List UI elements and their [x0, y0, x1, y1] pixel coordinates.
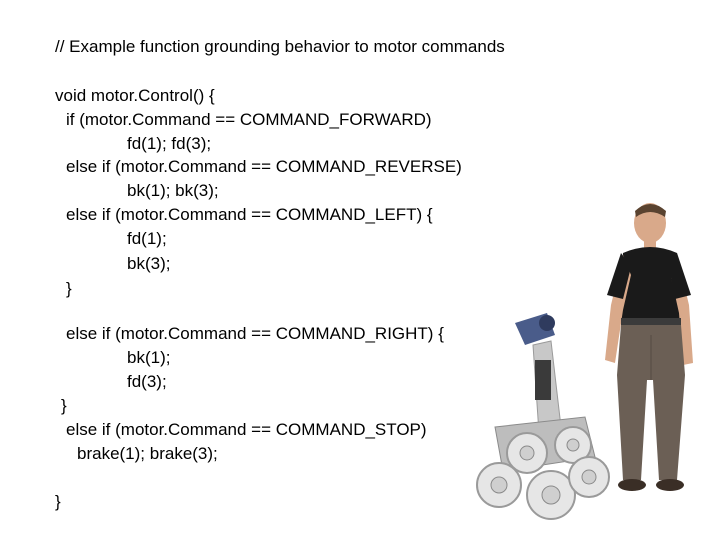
- code-line: brake(1); brake(3);: [77, 444, 218, 463]
- code-line: }: [66, 279, 72, 298]
- code-line: bk(1);: [127, 348, 171, 367]
- code-line: else if (motor.Command == COMMAND_LEFT) …: [66, 205, 433, 224]
- code-line: void motor.Control() {: [55, 86, 215, 105]
- code-line: bk(1); bk(3);: [127, 181, 219, 200]
- person-with-robot-photo: [476, 203, 693, 520]
- code-comment: // Example function grounding behavior t…: [55, 37, 505, 56]
- code-line: if (motor.Command == COMMAND_FORWARD): [66, 110, 432, 129]
- person-figure: [605, 203, 693, 491]
- code-line: fd(1);: [127, 229, 167, 248]
- code-line: else if (motor.Command == COMMAND_REVERS…: [66, 157, 462, 176]
- code-line: fd(1); fd(3);: [127, 134, 212, 153]
- robot-figure: [476, 313, 610, 520]
- code-line: else if (motor.Command == COMMAND_RIGHT)…: [66, 324, 444, 343]
- code-line: }: [55, 492, 61, 511]
- code-line: fd(3);: [127, 372, 167, 391]
- code-line: else if (motor.Command == COMMAND_STOP): [66, 420, 427, 439]
- code-line: }: [61, 396, 67, 415]
- code-line: bk(3);: [127, 254, 171, 273]
